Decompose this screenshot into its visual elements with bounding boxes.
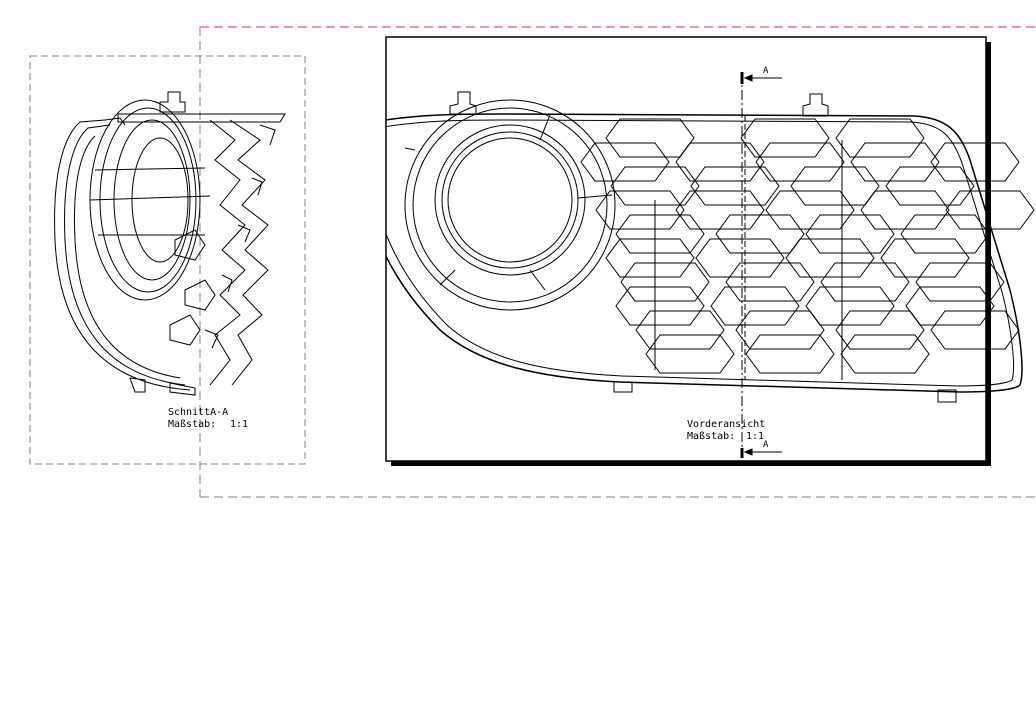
grille-cell (605, 238, 695, 278)
grille-cell (615, 214, 705, 254)
grille-cell (690, 166, 780, 206)
grille-cell (945, 190, 1035, 230)
grille-cell (835, 118, 925, 158)
grille-cell (805, 214, 895, 254)
grille-cell (645, 334, 735, 374)
grille-cell (785, 238, 875, 278)
section-marker-top: A (763, 66, 769, 76)
section-view-title: SchnittA-A (168, 407, 228, 418)
grille-cell (755, 142, 845, 182)
grille-cell (880, 238, 970, 278)
section-scale-value: 1:1 (230, 419, 248, 430)
grille-cell (615, 286, 705, 326)
grille-cell (930, 310, 1020, 350)
grille-cell (725, 262, 815, 302)
grille-cell (715, 214, 805, 254)
grille-cell (835, 310, 925, 350)
grille-cell (850, 142, 940, 182)
grille-cell (930, 142, 1020, 182)
grille-cell (745, 334, 835, 374)
grille-cell (675, 142, 765, 182)
grille-cell (885, 166, 975, 206)
front-view-title: Vorderansicht (687, 419, 765, 430)
front-scale-label: Maßstab: (687, 431, 735, 442)
grille-cell (620, 262, 710, 302)
grille-cell (580, 142, 670, 182)
grille-cell (595, 190, 685, 230)
section-scale-label: Maßstab: (168, 419, 216, 430)
front-scale-value: 1:1 (746, 431, 764, 442)
section-marker-bottom: A (763, 440, 769, 450)
grille-cell (900, 214, 990, 254)
honeycomb-grille (580, 118, 1035, 374)
grille-cell (695, 238, 785, 278)
grille-cell (740, 118, 830, 158)
grille-cell (790, 166, 880, 206)
grille-cell (675, 190, 765, 230)
section-view-frame[interactable] (29, 55, 306, 465)
grille-cell (765, 190, 855, 230)
sheet-frame (199, 26, 1036, 498)
grille-cell (860, 190, 950, 230)
grille-cell (610, 166, 700, 206)
grille-cell (840, 334, 930, 374)
grille-cell (820, 262, 910, 302)
front-view-frame[interactable] (385, 36, 991, 466)
front-part-drawing (386, 91, 1023, 403)
section-cut-line[interactable] (740, 72, 782, 458)
section-part-drawing (54, 91, 286, 396)
grille-cell (710, 286, 800, 326)
grille-cell (915, 262, 1005, 302)
grille-cell (605, 118, 695, 158)
